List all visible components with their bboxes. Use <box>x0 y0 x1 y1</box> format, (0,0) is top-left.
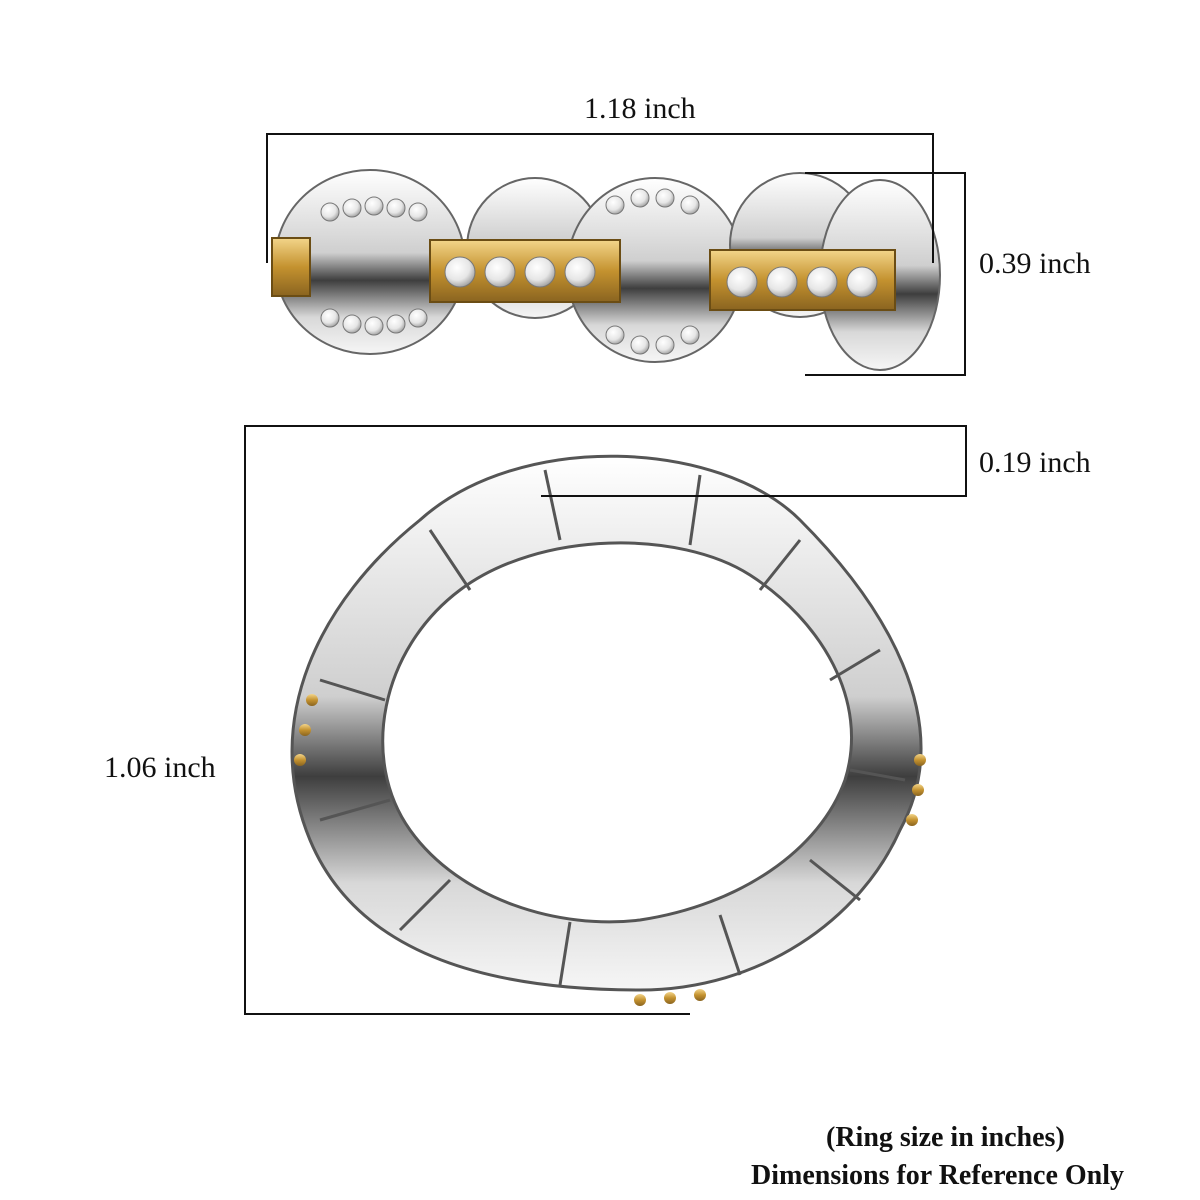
width-bracket <box>266 133 934 263</box>
band-width-bracket <box>541 425 967 497</box>
height-label: 0.39 inch <box>979 247 1091 280</box>
diameter-bracket <box>244 425 690 1015</box>
ring-side-view <box>271 169 941 371</box>
ring-size-note: (Ring size in inches) <box>826 1122 1065 1153</box>
reference-note: Dimensions for Reference Only <box>751 1160 1125 1191</box>
height-bracket <box>805 172 966 376</box>
ring-top-view <box>290 454 926 1006</box>
band-width-label: 0.19 inch <box>979 446 1091 479</box>
width-label: 1.18 inch <box>584 92 696 125</box>
diameter-label: 1.06 inch <box>104 751 216 784</box>
